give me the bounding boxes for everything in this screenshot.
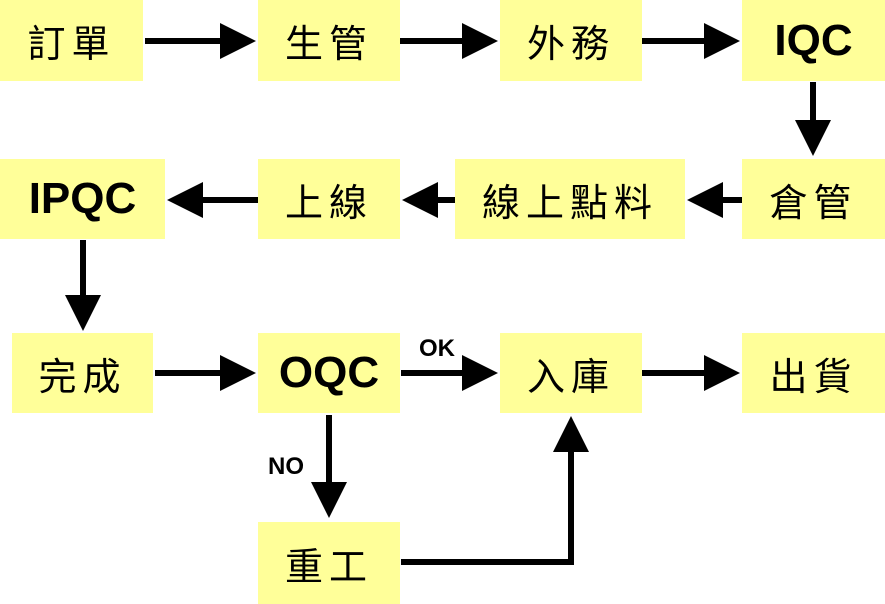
node-label: 倉管 — [769, 180, 858, 225]
edge-label-ok: OK — [419, 335, 455, 362]
node-label: 訂單 — [27, 22, 116, 66]
node-label: 完成 — [38, 354, 127, 399]
node-order: 訂單 — [0, 0, 143, 81]
node-label: 上線 — [284, 180, 373, 225]
node-on-line: 上線 — [258, 159, 400, 239]
node-ipqc: IPQC — [0, 159, 165, 239]
node-warehouse-mgmt: 倉管 — [742, 159, 885, 239]
node-label: 出貨 — [769, 354, 858, 399]
node-label: IQC — [774, 15, 853, 65]
node-label: 線上點料 — [481, 180, 658, 225]
node-line-material-check: 線上點料 — [455, 159, 685, 239]
node-shipment: 出貨 — [742, 333, 885, 413]
node-iqc: IQC — [742, 0, 885, 81]
edge-label-no: NO — [268, 453, 304, 480]
node-label: 重工 — [284, 544, 373, 589]
node-complete: 完成 — [12, 333, 153, 413]
arrow-rework-to-stock-in — [401, 416, 589, 565]
node-oqc: OQC — [258, 333, 400, 413]
node-label: 入庫 — [526, 354, 615, 399]
node-label: 外務 — [526, 22, 615, 66]
node-rework: 重工 — [258, 522, 400, 604]
node-outsourcing: 外務 — [500, 0, 642, 81]
node-label: OQC — [278, 348, 380, 397]
node-production-control: 生管 — [258, 0, 400, 81]
node-label: 生管 — [284, 22, 373, 66]
node-label: IPQC — [28, 174, 137, 223]
node-stock-in: 入庫 — [500, 333, 642, 413]
